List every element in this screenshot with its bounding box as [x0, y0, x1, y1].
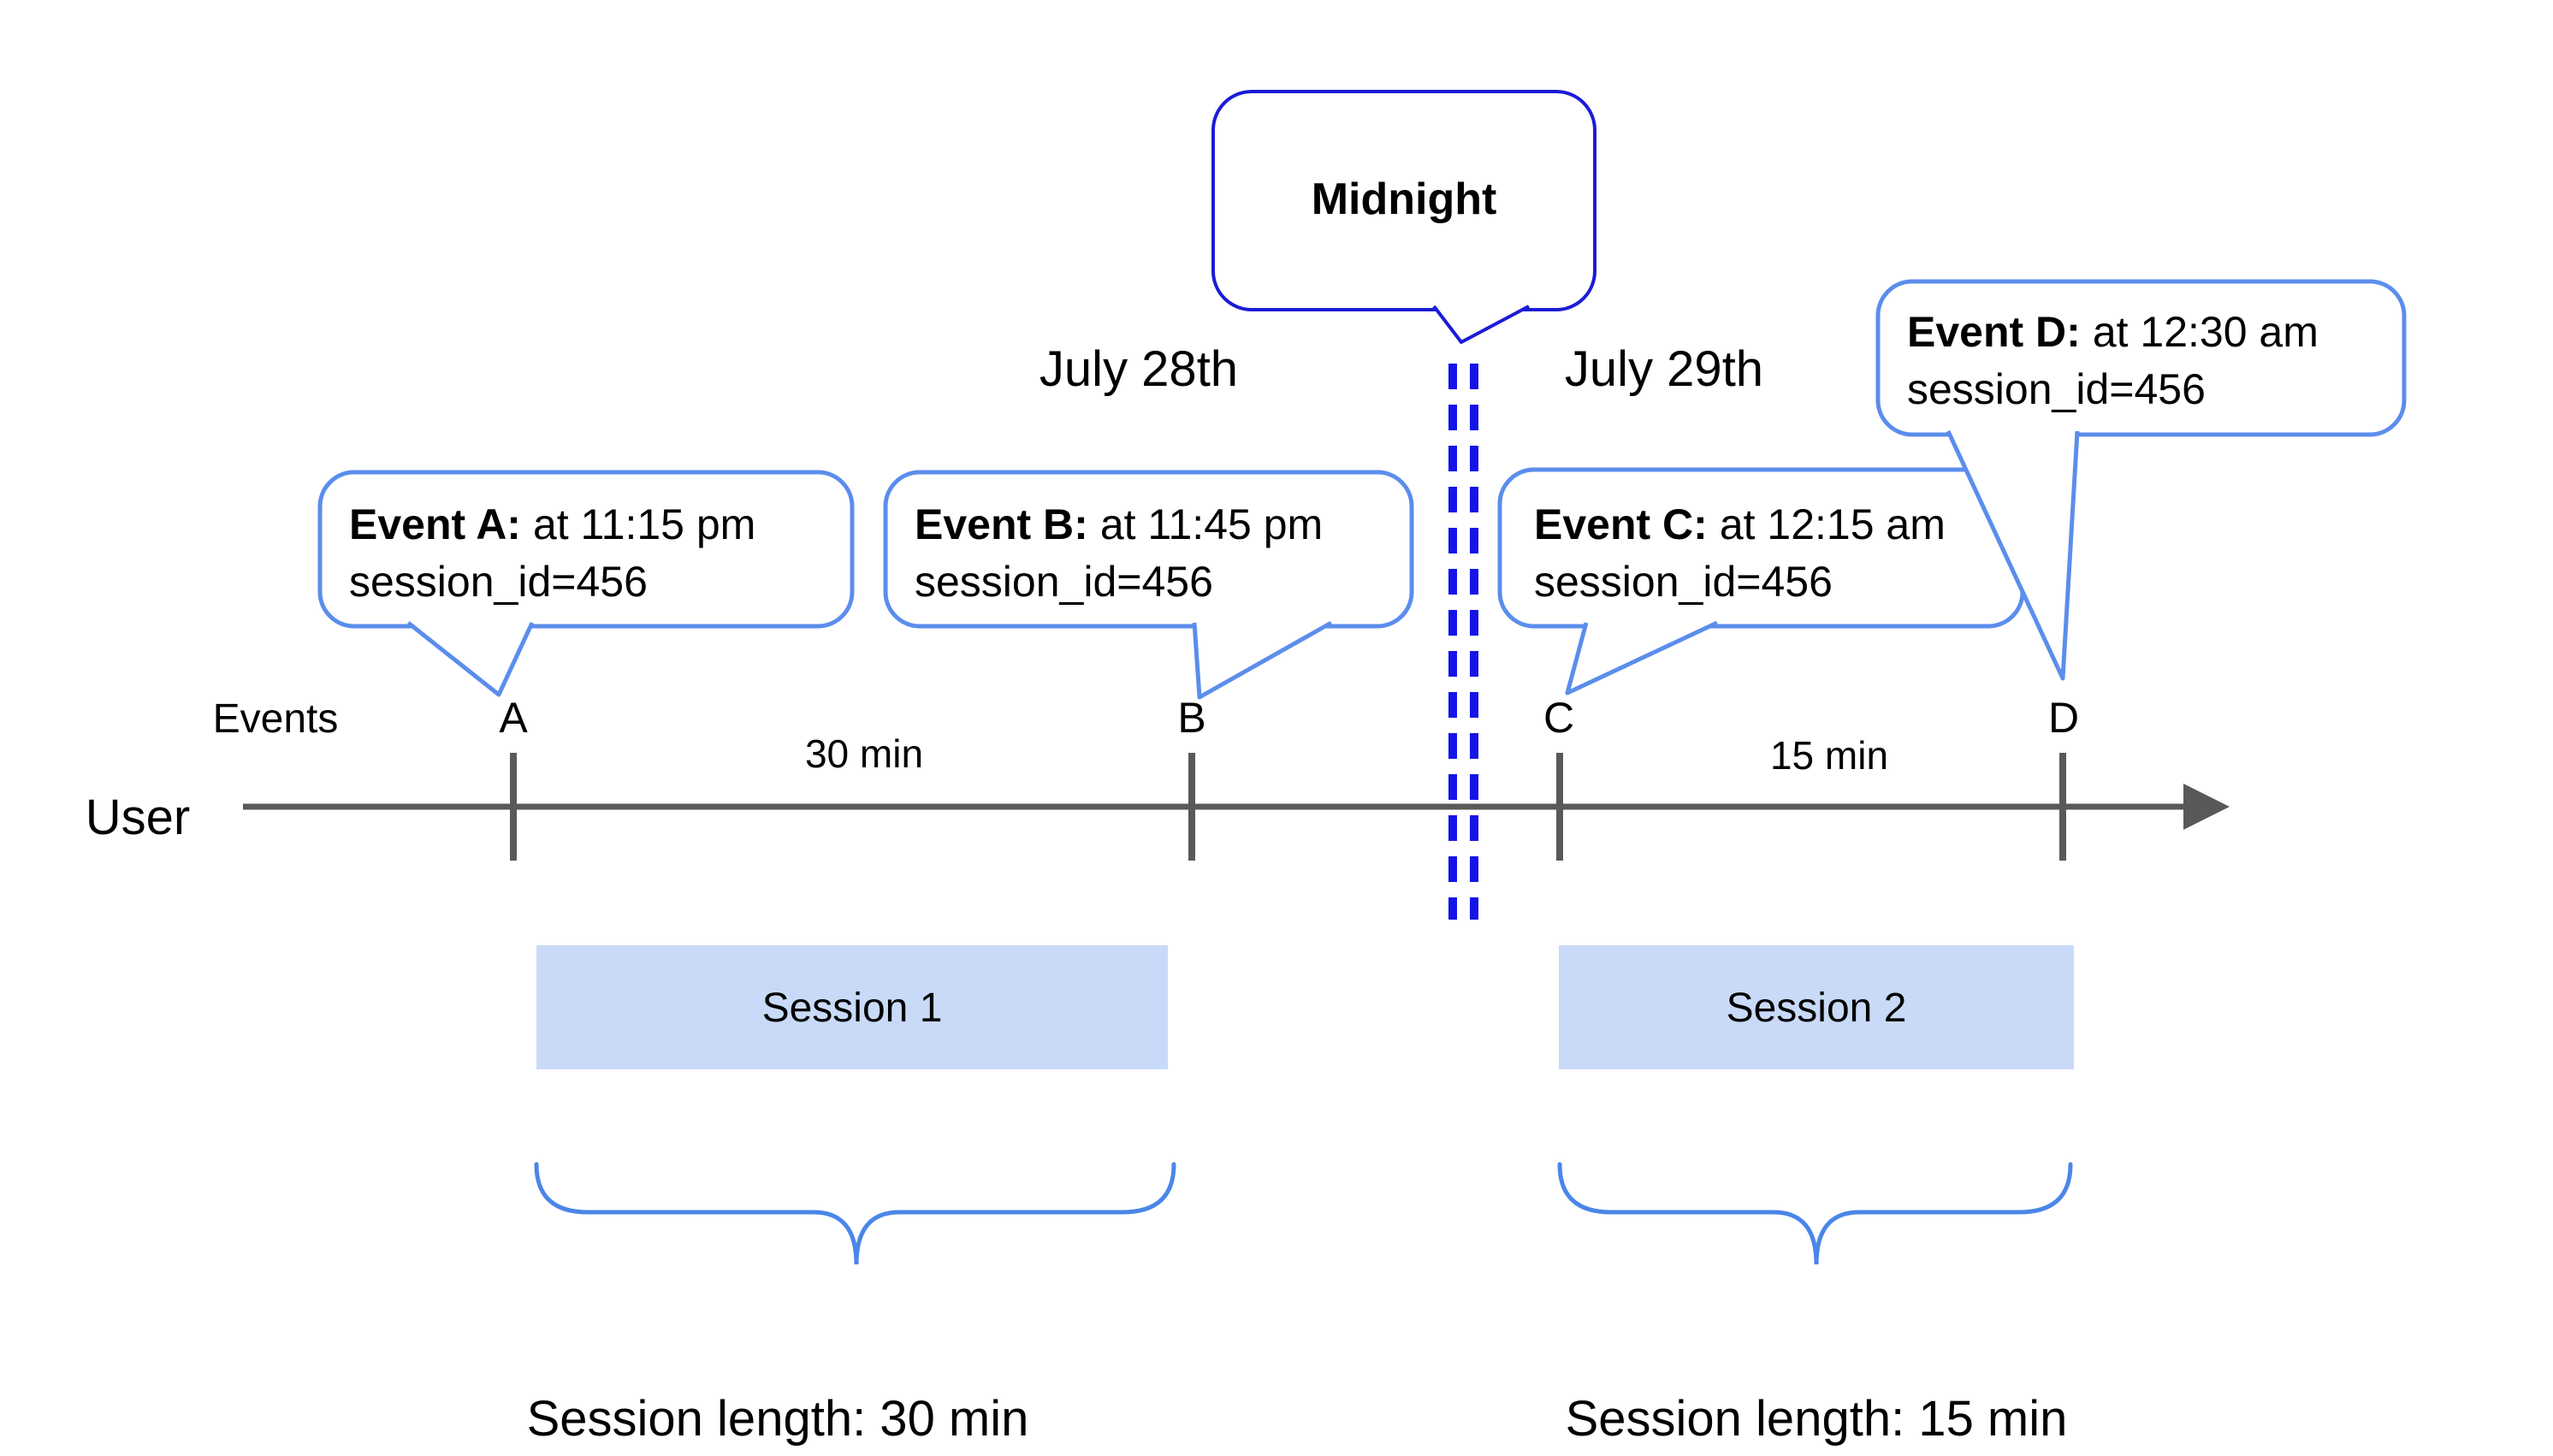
event-d-time: at 12:30 am [2093, 308, 2319, 356]
date-july-29: July 29th [1565, 341, 1763, 397]
event-a-bubble [317, 470, 855, 629]
session-1: Session 1 Session length: 30 min [527, 945, 1176, 1447]
event-b-name: Event B: [915, 500, 1088, 548]
event-b-callout: Event B:at 11:45 pm session_id=456 [883, 470, 1414, 700]
user-timeline [243, 753, 2230, 861]
event-a-time: at 11:15 pm [533, 500, 755, 548]
session-1-box [536, 945, 1168, 1069]
event-b-time: at 11:45 pm [1100, 500, 1323, 548]
event-d-callout: Event D:at 12:30 am session_id=456 [1875, 279, 2407, 681]
timeline-arrowhead-icon [2183, 784, 2230, 830]
event-c-name: Event C: [1534, 500, 1708, 548]
event-letter-c: C [1543, 694, 1574, 742]
event-c-title: Event C:at 12:15 am [1534, 500, 1946, 548]
event-letter-a: A [499, 694, 528, 742]
date-july-28: July 28th [1040, 341, 1238, 397]
event-d-name: Event D: [1907, 308, 2081, 356]
midnight-callout-tail [1432, 305, 1530, 344]
event-a-name: Event A: [349, 500, 521, 548]
interval-15min-label: 15 min [1770, 733, 1888, 778]
event-d-session-id: session_id=456 [1907, 365, 2206, 413]
event-letter-b: B [1177, 694, 1205, 742]
event-a-session-id: session_id=456 [349, 558, 648, 606]
event-a-callout: Event A:at 11:15 pm session_id=456 [317, 470, 855, 697]
session-1-label: Session 1 [762, 985, 943, 1031]
event-c-session-id: session_id=456 [1534, 558, 1833, 606]
session-1-brace [534, 1162, 1176, 1265]
event-b-title: Event B:at 11:45 pm [915, 500, 1323, 548]
event-letter-d: D [2048, 694, 2079, 742]
event-a-title: Event A:at 11:15 pm [349, 500, 755, 548]
events-row-label: Events [213, 696, 339, 742]
event-c-callout: Event C:at 12:15 am session_id=456 [1497, 467, 2025, 695]
event-b-session-id: session_id=456 [915, 558, 1213, 606]
event-c-tail [1565, 620, 1719, 695]
midnight-divider [1448, 364, 1478, 920]
midnight-callout-bubble [1211, 90, 1596, 311]
event-b-bubble [883, 470, 1414, 629]
user-row-label: User [86, 790, 190, 845]
event-d-title: Event D:at 12:30 am [1907, 308, 2319, 356]
event-c-time: at 12:15 am [1720, 500, 1946, 548]
midnight-callout: Midnight [1211, 90, 1596, 344]
event-d-bubble [1875, 279, 2407, 437]
session-2-brace [1557, 1162, 2073, 1265]
session-1-length-label: Session length: 30 min [527, 1391, 1029, 1447]
session-2-box [1559, 945, 2074, 1069]
midnight-callout-label: Midnight [1312, 175, 1497, 224]
session-2: Session 2 Session length: 15 min [1557, 945, 2074, 1447]
event-b-tail [1192, 620, 1333, 700]
session-2-label: Session 2 [1727, 985, 1907, 1031]
event-a-tail [406, 621, 535, 697]
interval-30min-label: 30 min [805, 731, 923, 776]
session-2-length-label: Session length: 15 min [1566, 1391, 2068, 1447]
event-d-tail [1946, 429, 2080, 681]
